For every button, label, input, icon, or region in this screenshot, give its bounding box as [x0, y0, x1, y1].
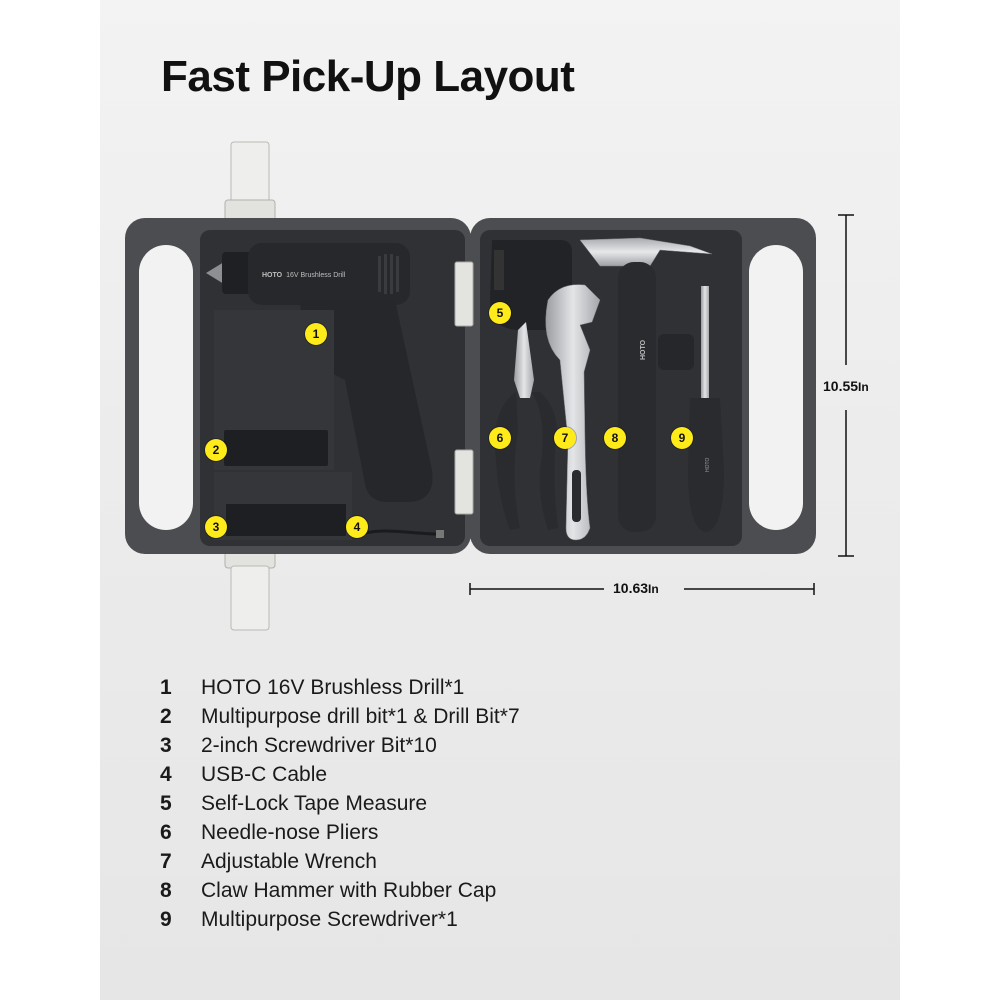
height-dimension-line: [838, 214, 854, 557]
callout-7: 7: [554, 427, 576, 449]
callout-5: 5: [489, 302, 511, 324]
item-number: 8: [160, 878, 172, 902]
item-label: Adjustable Wrench: [201, 849, 377, 873]
top-latch: [224, 141, 276, 223]
callout-6: 6: [489, 427, 511, 449]
width-value: 10.63: [613, 580, 649, 596]
height-dimension-label: 10.55In: [823, 378, 869, 394]
item-number: 5: [160, 791, 172, 815]
needle-nose-pliers: [494, 322, 558, 530]
item-label: Needle-nose Pliers: [201, 820, 379, 844]
callout-9: 9: [671, 427, 693, 449]
height-unit: In: [858, 380, 869, 394]
list-item: 4 USB-C Cable: [160, 760, 520, 789]
height-value: 10.55: [823, 378, 859, 394]
list-item: 6 Needle-nose Pliers: [160, 818, 520, 847]
width-dimension-line: [469, 583, 815, 595]
bottom-hinge: [454, 449, 474, 515]
list-item: 2 Multipurpose drill bit*1 & Drill Bit*7: [160, 702, 520, 731]
multipurpose-screwdriver: HOTO: [688, 286, 724, 532]
list-item: 3 2-inch Screwdriver Bit*10: [160, 731, 520, 760]
item-number: 7: [160, 849, 172, 873]
item-label: Multipurpose drill bit*1 & Drill Bit*7: [201, 704, 520, 728]
screwdriver-bits: [214, 472, 352, 540]
item-label: HOTO 16V Brushless Drill*1: [201, 675, 465, 699]
item-label: Multipurpose Screwdriver*1: [201, 907, 458, 931]
adjustable-wrench: [545, 284, 601, 541]
bottom-latch: [224, 545, 276, 631]
callout-3: 3: [205, 516, 227, 538]
list-item: 8 Claw Hammer with Rubber Cap: [160, 876, 520, 905]
svg-text:HOTO: HOTO: [640, 339, 647, 360]
list-item: 9 Multipurpose Screwdriver*1: [160, 905, 520, 934]
item-number: 2: [160, 704, 172, 728]
item-number: 1: [160, 675, 172, 699]
top-hinge: [454, 261, 474, 327]
item-label: Self-Lock Tape Measure: [201, 791, 428, 815]
item-number: 3: [160, 733, 172, 757]
callout-4: 4: [346, 516, 368, 538]
list-item: 1 HOTO 16V Brushless Drill*1: [160, 673, 520, 702]
item-label: Claw Hammer with Rubber Cap: [201, 878, 497, 902]
item-number: 9: [160, 907, 172, 931]
item-label: USB-C Cable: [201, 762, 328, 786]
list-item: 7 Adjustable Wrench: [160, 847, 520, 876]
callout-8: 8: [604, 427, 626, 449]
item-number: 6: [160, 820, 172, 844]
callout-2: 2: [205, 439, 227, 461]
foam-insert: [658, 334, 694, 370]
list-item: 5 Self-Lock Tape Measure: [160, 789, 520, 818]
width-unit: In: [648, 582, 659, 596]
width-dimension-label: 10.63In: [613, 580, 659, 596]
svg-text:HOTO: HOTO: [705, 458, 711, 472]
page-title: Fast Pick-Up Layout: [161, 52, 575, 101]
claw-hammer: HOTO: [579, 237, 713, 532]
callout-1: 1: [305, 323, 327, 345]
item-label: 2-inch Screwdriver Bit*10: [201, 733, 437, 757]
item-number: 4: [160, 762, 172, 786]
